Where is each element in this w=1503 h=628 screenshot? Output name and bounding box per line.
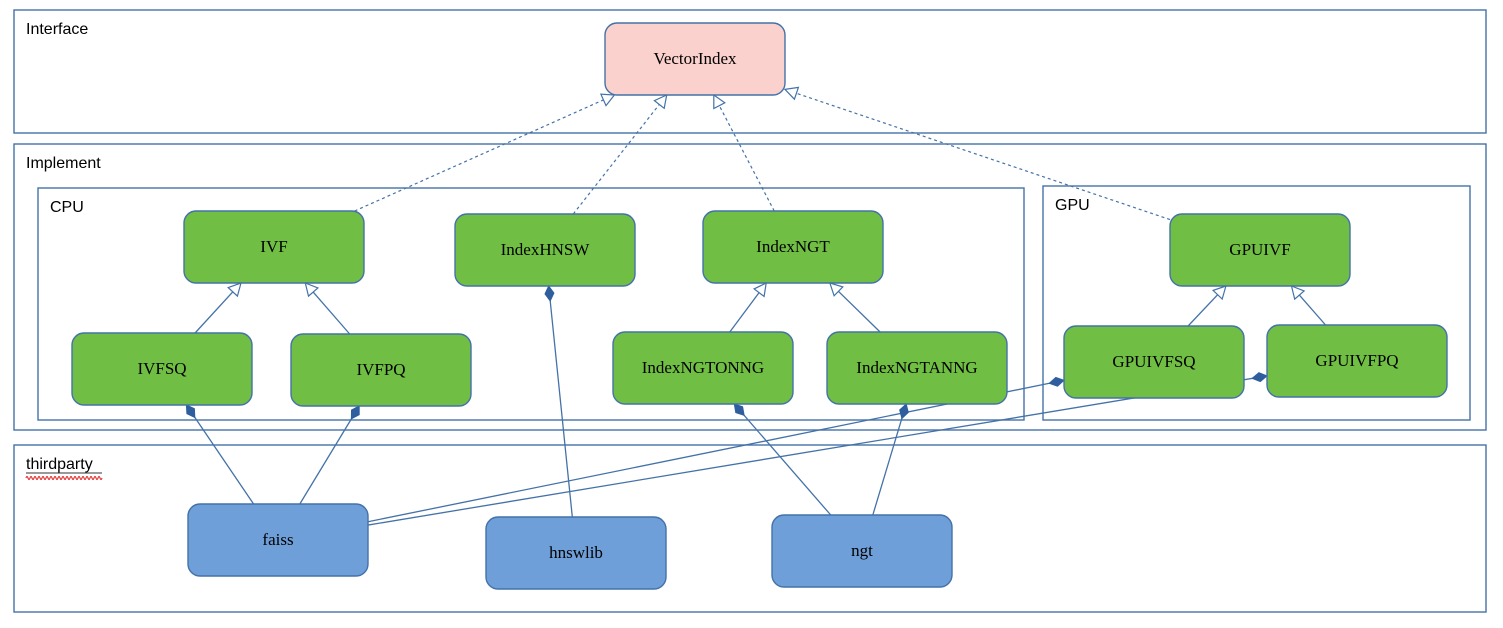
edge-gpuivfsq-to-gpuivf bbox=[1187, 285, 1227, 327]
node-shape-gpuivf[interactable] bbox=[1169, 213, 1351, 287]
edge-faiss-to-gpuivfsq bbox=[367, 376, 1065, 523]
node-shape-vectorindex[interactable] bbox=[604, 22, 786, 96]
node-shape-indexngtonng[interactable] bbox=[612, 331, 794, 405]
edge-ngt-to-indexngtonng bbox=[733, 403, 832, 516]
edge-faiss-to-ivfpq bbox=[299, 405, 360, 505]
node-indexhnsw[interactable]: IndexHNSW bbox=[454, 213, 636, 287]
edge-ivfsq-to-ivf bbox=[194, 282, 242, 334]
edge-ngt-to-indexngtanng bbox=[872, 403, 909, 516]
node-label-gpuivf: GPUIVF bbox=[1229, 240, 1290, 259]
group-label-gpu: GPU bbox=[1055, 197, 1090, 214]
node-shape-ivfsq[interactable] bbox=[71, 332, 253, 406]
edge-gpuivfpq-to-gpuivf bbox=[1290, 285, 1327, 326]
spellcheck-underline bbox=[25, 475, 103, 481]
node-shape-indexngt[interactable] bbox=[702, 210, 884, 284]
node-label-hnswlib: hnswlib bbox=[549, 543, 603, 562]
node-indexngtanng[interactable]: IndexNGTANNG bbox=[826, 331, 1008, 405]
node-label-gpuivfsq: GPUIVFSQ bbox=[1112, 352, 1195, 371]
group-label-cpu: CPU bbox=[50, 199, 84, 216]
node-label-ivfpq: IVFPQ bbox=[356, 360, 405, 379]
node-indexngtonng[interactable]: IndexNGTONNG bbox=[612, 331, 794, 405]
node-vectorindex[interactable]: VectorIndex bbox=[604, 22, 786, 96]
node-label-gpuivfpq: GPUIVFPQ bbox=[1315, 351, 1398, 370]
node-label-indexngtonng: IndexNGTONNG bbox=[642, 358, 764, 377]
node-indexngt[interactable]: IndexNGT bbox=[702, 210, 884, 284]
edge-indexngtonng-to-indexngt bbox=[729, 281, 767, 333]
edge-gpuivf-to-vectorindex bbox=[783, 86, 1171, 221]
edge-hnswlib-to-indexhnsw bbox=[544, 285, 573, 518]
node-hnswlib[interactable]: hnswlib bbox=[485, 516, 667, 590]
node-label-indexhnsw: IndexHNSW bbox=[501, 240, 591, 259]
node-shape-faiss[interactable] bbox=[187, 503, 369, 577]
node-ivfpq[interactable]: IVFPQ bbox=[290, 333, 472, 407]
edge-faiss-to-gpuivfpq bbox=[367, 372, 1268, 526]
node-label-ivfsq: IVFSQ bbox=[137, 359, 186, 378]
node-label-ngt: ngt bbox=[851, 541, 873, 560]
edge-ivf-to-vectorindex bbox=[354, 93, 616, 212]
node-label-indexngt: IndexNGT bbox=[756, 237, 830, 256]
node-ngt[interactable]: ngt bbox=[771, 514, 953, 588]
node-label-faiss: faiss bbox=[262, 530, 293, 549]
node-faiss[interactable]: faiss bbox=[187, 503, 369, 577]
node-label-indexngtanng: IndexNGTANNG bbox=[856, 358, 977, 377]
node-shape-ivfpq[interactable] bbox=[290, 333, 472, 407]
node-shape-indexngtanng[interactable] bbox=[826, 331, 1008, 405]
node-gpuivfsq[interactable]: GPUIVFSQ bbox=[1063, 325, 1245, 399]
node-ivfsq[interactable]: IVFSQ bbox=[71, 332, 253, 406]
node-shape-gpuivfpq[interactable] bbox=[1266, 324, 1448, 398]
node-shape-ngt[interactable] bbox=[771, 514, 953, 588]
group-label-thirdparty: thirdparty bbox=[26, 456, 93, 473]
node-label-vectorindex: VectorIndex bbox=[653, 49, 737, 68]
edge-faiss-to-ivfsq bbox=[185, 404, 255, 505]
group-label-interface: Interface bbox=[26, 21, 88, 38]
edge-ivfpq-to-ivf bbox=[304, 282, 351, 335]
edge-indexhnsw-to-vectorindex bbox=[572, 93, 668, 215]
group-label-implement: Implement bbox=[26, 155, 101, 172]
node-label-ivf: IVF bbox=[260, 237, 287, 256]
node-shape-indexhnsw[interactable] bbox=[454, 213, 636, 287]
node-gpuivfpq[interactable]: GPUIVFPQ bbox=[1266, 324, 1448, 398]
node-ivf[interactable]: IVF bbox=[183, 210, 365, 284]
edge-indexngtanng-to-indexngt bbox=[828, 282, 881, 333]
edge-indexngt-to-vectorindex bbox=[713, 93, 775, 212]
node-gpuivf[interactable]: GPUIVF bbox=[1169, 213, 1351, 287]
node-shape-ivf[interactable] bbox=[183, 210, 365, 284]
node-shape-hnswlib[interactable] bbox=[485, 516, 667, 590]
node-shape-gpuivfsq[interactable] bbox=[1063, 325, 1245, 399]
